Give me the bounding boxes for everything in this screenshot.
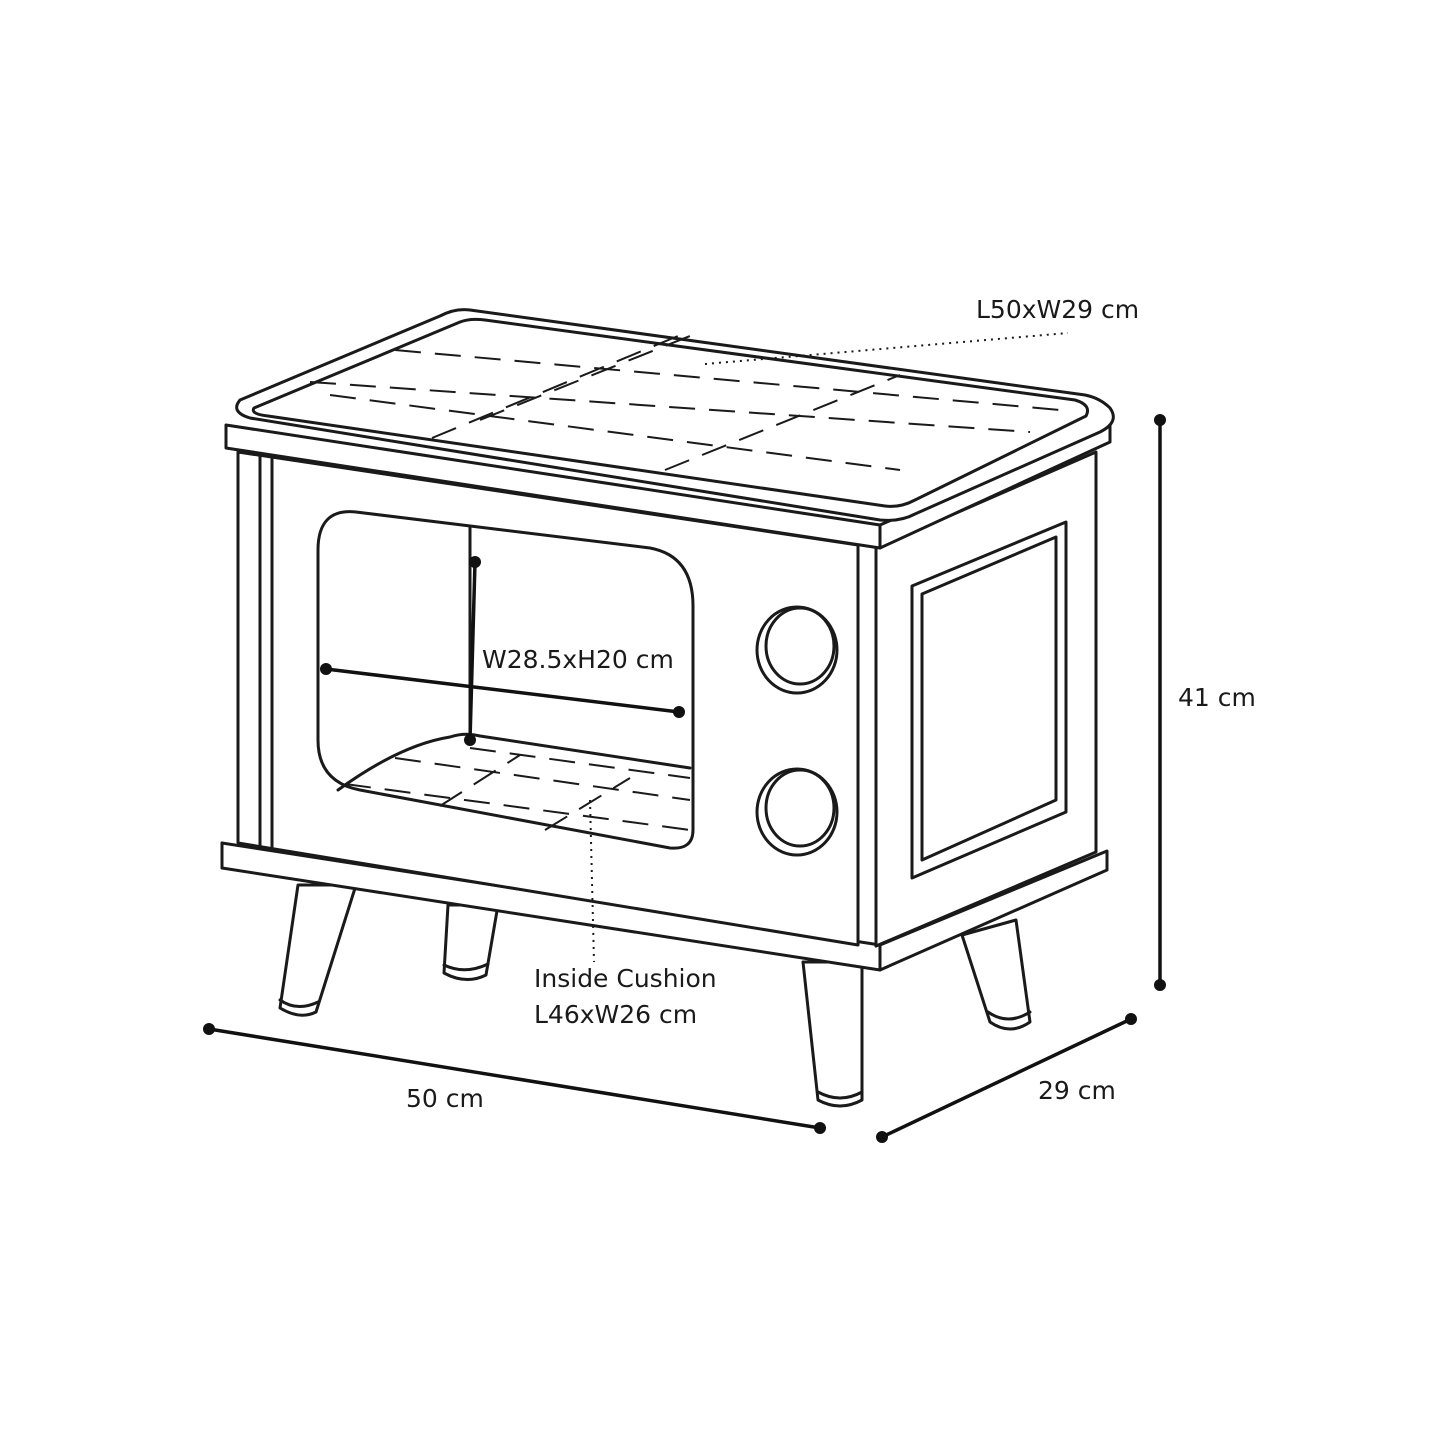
cushion-label-line2: L46xW26 cm xyxy=(534,1000,698,1029)
legs xyxy=(278,883,1032,1108)
length-line xyxy=(207,1027,822,1130)
leg-front-left xyxy=(278,883,358,1017)
opening-height-line xyxy=(468,560,477,742)
top-pointer-line xyxy=(704,332,1069,365)
side-window xyxy=(910,520,1068,880)
opening-label: W28.5xH20 cm xyxy=(482,645,674,674)
top-board xyxy=(224,423,1112,550)
side-face xyxy=(874,450,1098,948)
top-surface-label: L50xW29 cm xyxy=(976,295,1140,324)
opening-width-line xyxy=(324,667,681,714)
dimensions xyxy=(203,332,1166,1143)
depth-line xyxy=(880,1017,1133,1139)
top-cushion xyxy=(235,308,1115,522)
depth-label: 29 cm xyxy=(1038,1076,1116,1105)
leg-front-right xyxy=(801,960,864,1108)
leg-back-right xyxy=(960,918,1032,1031)
height-label: 41 cm xyxy=(1178,683,1256,712)
cushion-label-line1: Inside Cushion xyxy=(534,964,717,993)
leg-back-left xyxy=(442,903,500,981)
length-label: 50 cm xyxy=(406,1084,484,1113)
round-holes xyxy=(755,605,839,857)
